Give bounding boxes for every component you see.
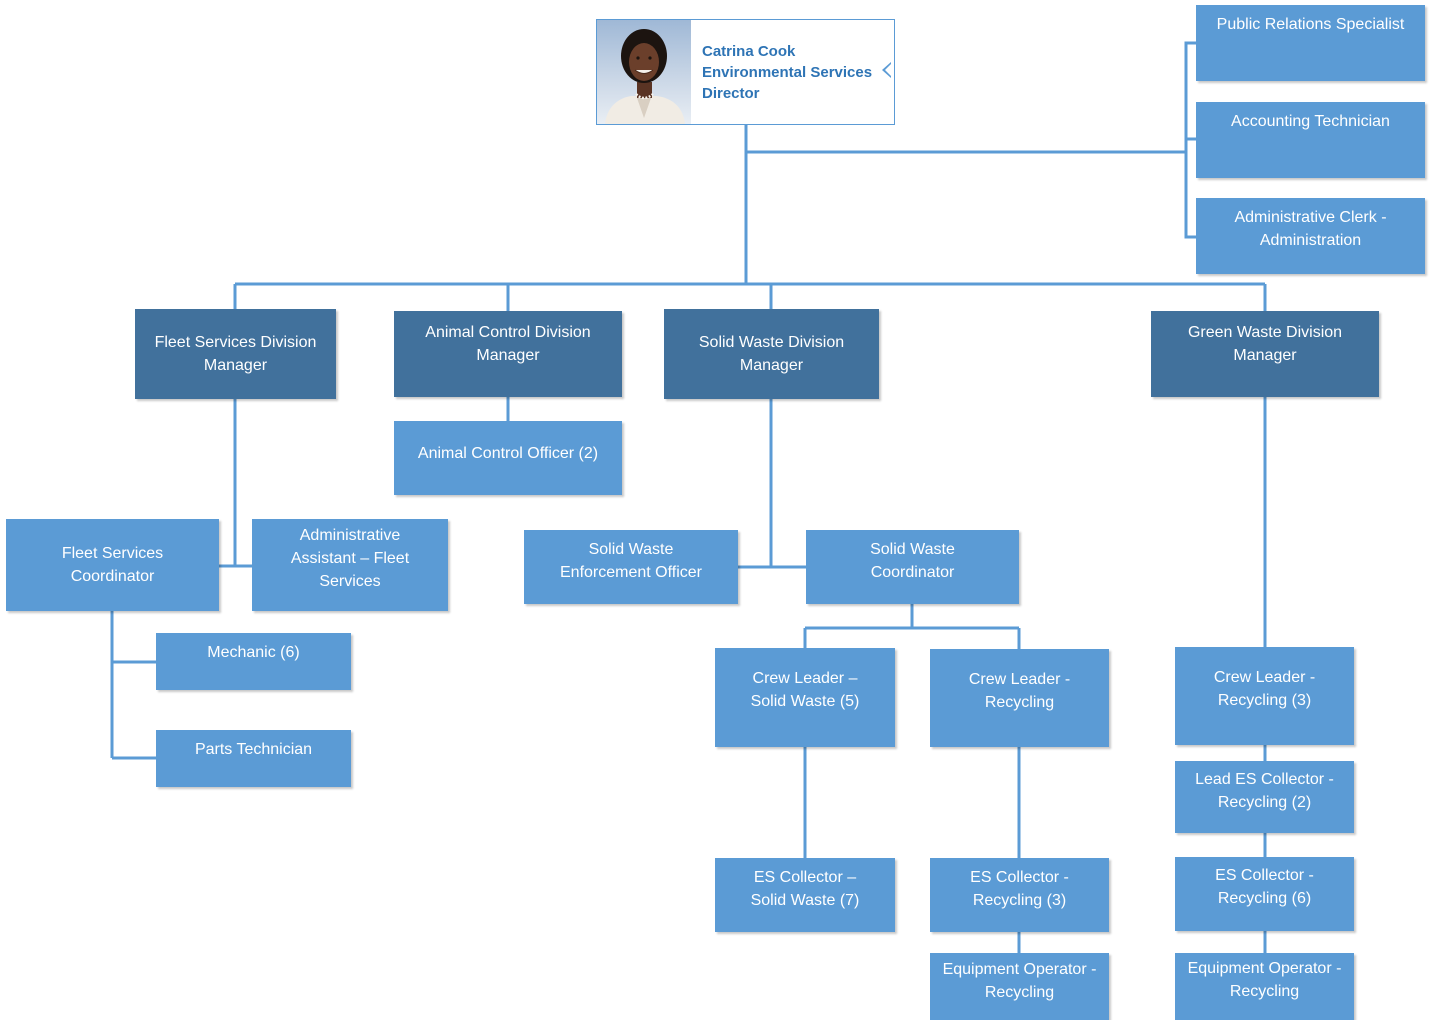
solid-waste-manager-label: Solid Waste Division Manager: [698, 334, 845, 374]
fleet-services-manager-label: Fleet Services Division Manager: [154, 334, 317, 374]
solid-waste-coordinator-box[interactable]: Solid Waste Coordinator: [806, 530, 1019, 604]
administrative-assistant-fleet-box[interactable]: Administrative Assistant – Fleet Service…: [252, 519, 448, 611]
director-info: Catrina Cook Environmental Services Dire…: [702, 41, 872, 104]
lead-es-collector-label: Lead ES Collector - Recycling (2): [1195, 771, 1334, 811]
equipment-operator-recycling-label: Equipment Operator - Recycling: [942, 961, 1097, 1001]
director-photo: [597, 20, 691, 124]
fleet-services-manager-box[interactable]: Fleet Services Division Manager: [135, 309, 336, 399]
public-relations-specialist-box[interactable]: Public Relations Specialist: [1196, 5, 1425, 81]
crew-leader-solid-waste-box[interactable]: Crew Leader – Solid Waste (5): [715, 648, 895, 747]
lead-es-collector-box[interactable]: Lead ES Collector - Recycling (2): [1175, 761, 1354, 833]
es-collector-solid-waste-box[interactable]: ES Collector – Solid Waste (7): [715, 858, 895, 932]
director-title-line1: Environmental Services: [702, 64, 873, 81]
director-name: Catrina Cook: [702, 43, 796, 60]
solid-waste-enforcement-officer-label: Solid Waste Enforcement Officer: [560, 541, 702, 581]
fleet-services-coordinator-label: Fleet Services Coordinator: [61, 545, 164, 585]
parts-technician-label: Parts Technician: [194, 741, 313, 758]
green-es-collector-label: ES Collector - Recycling (6): [1215, 867, 1314, 907]
green-equipment-operator-box[interactable]: Equipment Operator - Recycling: [1175, 953, 1354, 1020]
equipment-operator-recycling-box[interactable]: Equipment Operator - Recycling: [930, 953, 1109, 1020]
crew-leader-recycling-box[interactable]: Crew Leader - Recycling: [930, 649, 1109, 747]
green-waste-manager-label: Green Waste Division Manager: [1187, 324, 1343, 364]
animal-control-officer-label: Animal Control Officer (2): [417, 444, 599, 462]
animal-control-manager-box[interactable]: Animal Control Division Manager: [394, 311, 622, 397]
administrative-clerk-box[interactable]: Administrative Clerk - Administration: [1196, 198, 1425, 274]
solid-waste-coordinator-label: Solid Waste Coordinator: [870, 541, 955, 581]
es-collector-solid-waste-label: ES Collector – Solid Waste (7): [750, 869, 860, 909]
accounting-technician-box[interactable]: Accounting Technician: [1196, 102, 1425, 178]
solid-waste-manager-box[interactable]: Solid Waste Division Manager: [664, 309, 879, 399]
mechanic-label: Mechanic (6): [207, 644, 300, 661]
green-crew-leader-label: Crew Leader - Recycling (3): [1213, 669, 1316, 709]
mechanic-box[interactable]: Mechanic (6): [156, 633, 351, 690]
es-collector-recycling-label: ES Collector - Recycling (3): [970, 869, 1069, 909]
animal-control-manager-label: Animal Control Division Manager: [425, 324, 591, 364]
green-crew-leader-box[interactable]: Crew Leader - Recycling (3): [1175, 647, 1354, 745]
green-es-collector-box[interactable]: ES Collector - Recycling (6): [1175, 857, 1354, 931]
public-relations-specialist-label: Public Relations Specialist: [1216, 16, 1405, 33]
accounting-technician-label: Accounting Technician: [1231, 113, 1390, 130]
green-waste-manager-box[interactable]: Green Waste Division Manager: [1151, 311, 1379, 397]
administrative-clerk-label: Administrative Clerk - Administration: [1234, 209, 1387, 249]
fleet-services-coordinator-box[interactable]: Fleet Services Coordinator: [6, 519, 219, 611]
crew-leader-solid-waste-label: Crew Leader – Solid Waste (5): [750, 670, 860, 710]
chevron-left-icon[interactable]: [882, 62, 891, 78]
director-card[interactable]: Catrina Cook Environmental Services Dire…: [596, 19, 895, 125]
crew-leader-recycling-label: Crew Leader - Recycling: [968, 671, 1071, 711]
director-title-line2: Director: [702, 85, 760, 102]
es-collector-recycling-box[interactable]: ES Collector - Recycling (3): [930, 858, 1109, 932]
solid-waste-enforcement-officer-box[interactable]: Solid Waste Enforcement Officer: [524, 530, 738, 604]
parts-technician-box[interactable]: Parts Technician: [156, 730, 351, 787]
animal-control-officer-box[interactable]: Animal Control Officer (2): [394, 421, 622, 495]
administrative-assistant-fleet-label: Administrative Assistant – Fleet Service…: [290, 527, 410, 590]
green-equipment-operator-label: Equipment Operator - Recycling: [1187, 960, 1342, 1000]
